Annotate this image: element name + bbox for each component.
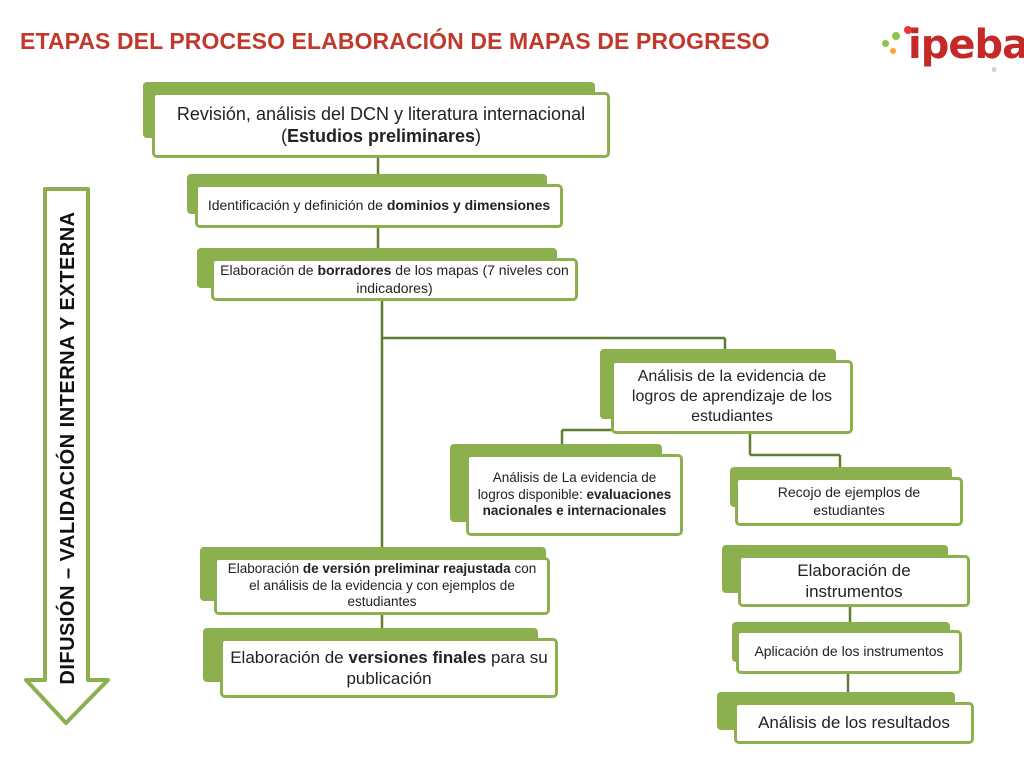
step-analisis-evidencia: Análisis de la evidencia de logros de ap… bbox=[611, 360, 853, 434]
step-text: Identificación y definición de dominios … bbox=[207, 197, 551, 214]
step-text: Aplicación de los instrumentos bbox=[754, 643, 944, 660]
step-text: Análisis de la evidencia de logros de ap… bbox=[631, 368, 833, 425]
step-text: Análisis de los resultados bbox=[758, 713, 950, 733]
step-dominios-dimensiones: Identificación y definición de dominios … bbox=[195, 184, 563, 228]
step-text: Recojo de ejemplos de estudiantes bbox=[777, 484, 921, 518]
step-recojo-ejemplos: Recojo de ejemplos de estudiantes bbox=[735, 477, 963, 526]
logo-trademark: ® bbox=[992, 68, 997, 74]
page-title: ETAPAS DEL PROCESO ELABORACIÓN DE MAPAS … bbox=[20, 28, 770, 54]
logo-text: ipeba bbox=[908, 22, 1024, 68]
logo-dot-icon bbox=[890, 48, 896, 54]
step-text: Análisis de La evidencia de logros dispo… bbox=[477, 469, 672, 519]
step-aplicacion-instrumentos: Aplicación de los instrumentos bbox=[736, 630, 962, 674]
step-evaluaciones-nacionales: Análisis de La evidencia de logros dispo… bbox=[466, 454, 683, 536]
step-borradores: Elaboración de borradores de los mapas (… bbox=[211, 258, 578, 301]
step-estudios-preliminares: Revisión, análisis del DCN y literatura … bbox=[152, 92, 610, 158]
side-label-difusion: DIFUSIÓN – VALIDACIÓN INTERNA Y EXTERNA bbox=[57, 211, 79, 685]
step-text: Revisión, análisis del DCN y literatura … bbox=[176, 103, 586, 147]
down-arrow-icon bbox=[24, 187, 110, 725]
step-version-preliminar: Elaboración de versión preliminar reajus… bbox=[214, 557, 550, 615]
step-text: Elaboración de instrumentos bbox=[797, 560, 911, 601]
step-analisis-resultados: Análisis de los resultados bbox=[734, 702, 974, 744]
step-text: Elaboración de versión preliminar reajus… bbox=[227, 560, 537, 610]
logo-dot-icon bbox=[904, 26, 912, 34]
logo-dot-icon bbox=[882, 40, 889, 47]
step-text: Elaboración de borradores de los mapas (… bbox=[220, 262, 569, 296]
step-text: Elaboración de versiones finales para su… bbox=[230, 647, 548, 688]
step-versiones-finales: Elaboración de versiones finales para su… bbox=[220, 638, 558, 698]
step-elaboracion-instrumentos: Elaboración de instrumentos bbox=[738, 555, 970, 607]
logo-dot-icon bbox=[892, 32, 900, 40]
ipeba-logo: ipeba ® bbox=[880, 22, 1024, 74]
